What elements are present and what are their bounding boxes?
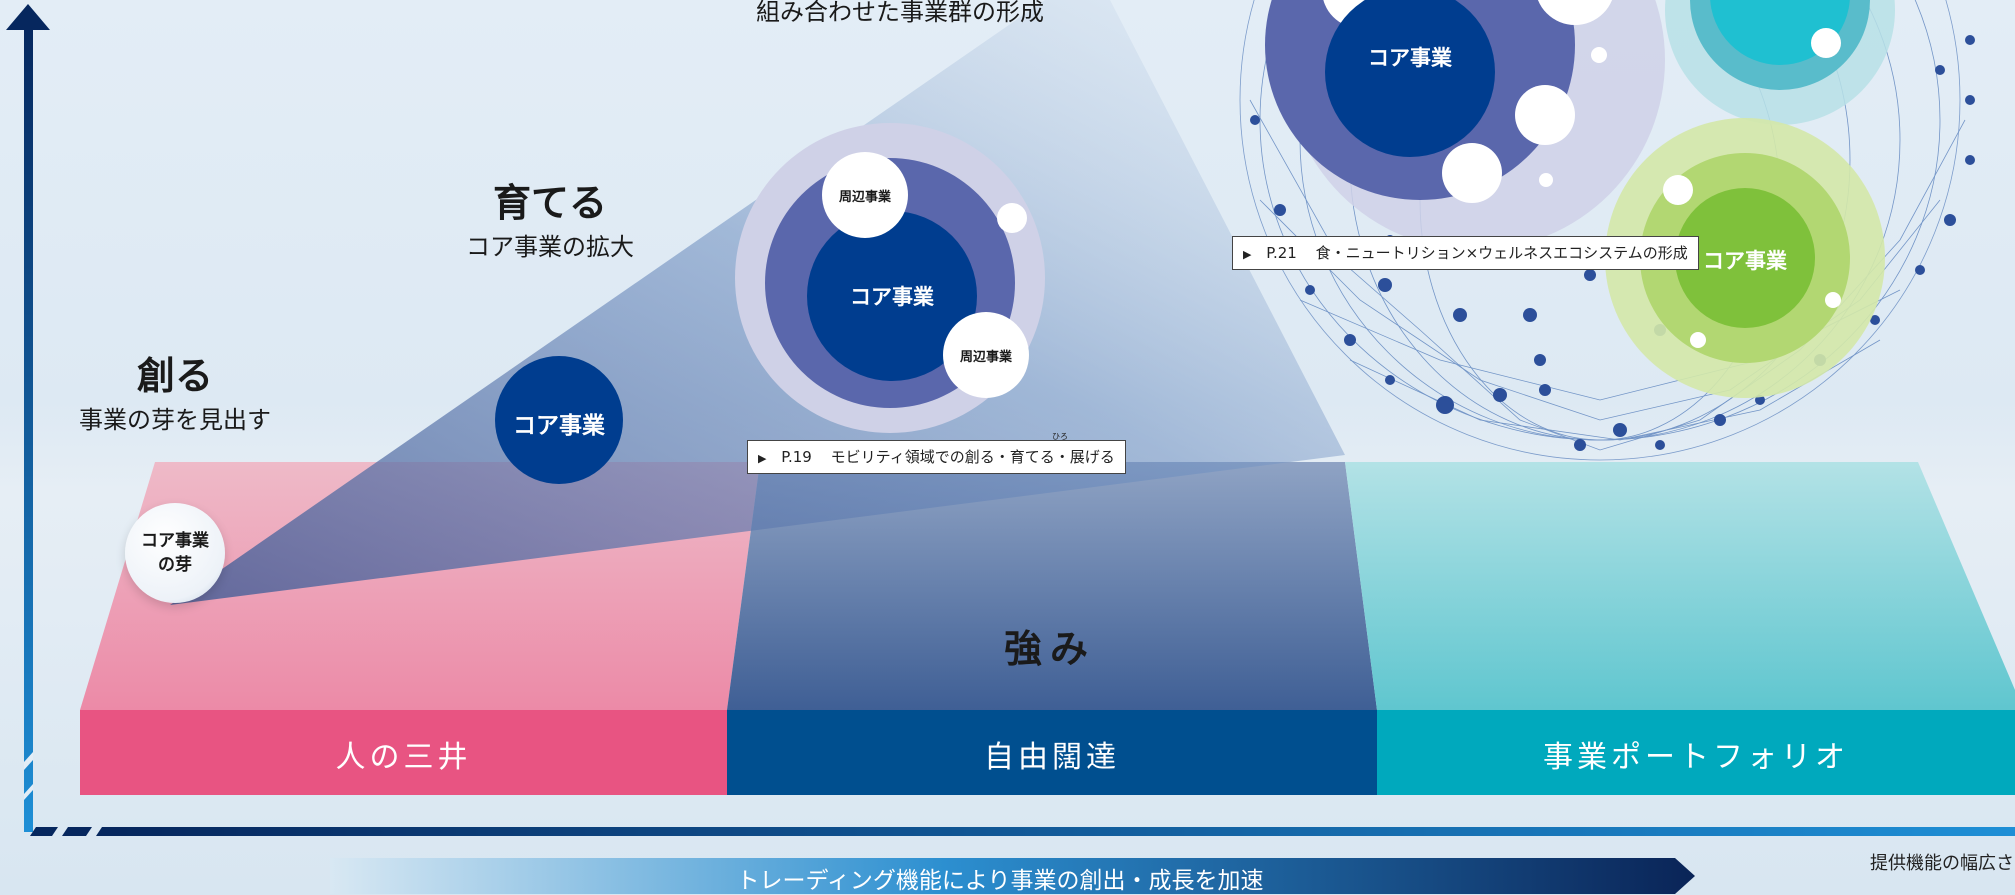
stage-grow-title: 育てる <box>492 181 607 225</box>
bottom-arrow-band <box>330 858 1695 894</box>
stage-expand-subtitle: 組み合わせた事業群の形成 <box>756 0 1044 26</box>
pillar-portfolio-label: 事業ポートフォリオ <box>1543 740 1849 775</box>
triangle-icon: ▶ <box>1243 248 1252 261</box>
ref-mobility-text: モビリティ領域での創る・育てる・展げる <box>830 448 1115 466</box>
pillar-jiyu: 自由闊達 <box>727 710 1377 795</box>
seed-circle: コア事業 の芽 <box>125 503 225 603</box>
stage-create-title: 創る <box>136 354 213 398</box>
y-axis-line <box>24 22 33 832</box>
triangle-icon: ▶ <box>758 452 767 465</box>
ref-food-page: P.21 <box>1266 244 1297 262</box>
peripheral-circle-bottom: 周辺事業 <box>943 312 1029 398</box>
create-core-circle: コア事業 <box>495 356 623 484</box>
stage-grow: 育てる コア事業の拡大 <box>430 172 670 262</box>
stage-grow-subtitle: コア事業の拡大 <box>466 233 634 261</box>
y-axis-dashes <box>24 752 33 800</box>
pillar-hito-label: 人の三井 <box>335 740 472 775</box>
stage-create-subtitle: 事業の芽を見出す <box>79 406 271 434</box>
accent-bubbles <box>997 0 1841 348</box>
x-axis-line <box>120 827 2015 836</box>
seed-label-line2: の芽 <box>158 555 192 575</box>
seed-circle-label: コア事業 の芽 <box>125 529 225 577</box>
platform-top-teal <box>1345 462 2015 710</box>
y-axis-arrowhead <box>6 4 50 30</box>
x-axis-label: トレーディング機能により事業の創出・成長を加速 <box>736 868 1264 894</box>
peripheral-circle-top: 周辺事業 <box>822 152 908 238</box>
grow-core-label: コア事業 <box>850 285 934 309</box>
ref-mobility-ruby: ひろ <box>1052 432 1068 441</box>
ref-mobility[interactable]: ▶ P.19 モビリティ領域での創る・育てる・展げる ひろ <box>747 433 1126 474</box>
green-core-label: コア事業 <box>1703 249 1787 273</box>
ref-mobility-page: P.19 <box>781 448 812 466</box>
x-axis-right-label: 提供機能の幅広さ <box>1870 853 2014 874</box>
pillar-portfolio: 事業ポートフォリオ <box>1377 710 2015 795</box>
seed-label-line1: コア事業 <box>141 531 209 551</box>
expand-core-label: コア事業 <box>1368 46 1452 70</box>
pillar-jiyu-label: 自由闊達 <box>984 740 1120 775</box>
peripheral-label-bottom: 周辺事業 <box>959 350 1012 365</box>
platform-top-blue <box>727 462 1377 710</box>
ref-food[interactable]: ▶ P.21 食・ニュートリション×ウェルネスエコシステムの形成 <box>1232 236 1699 270</box>
peripheral-label-top: 周辺事業 <box>838 190 891 205</box>
expand-core-circle: コア事業 <box>1325 0 1495 157</box>
stage-create: 創る 事業の芽を見出す <box>60 345 290 435</box>
green-core-circle: コア事業 <box>1675 188 1815 328</box>
ref-food-text: 食・ニュートリション×ウェルネスエコシステムの形成 <box>1315 244 1688 262</box>
strength-label: 強み <box>1003 627 1096 671</box>
x-axis-dashes <box>30 827 126 836</box>
create-core-label: コア事業 <box>513 413 605 439</box>
pillar-hito: 人の三井 <box>80 710 727 795</box>
